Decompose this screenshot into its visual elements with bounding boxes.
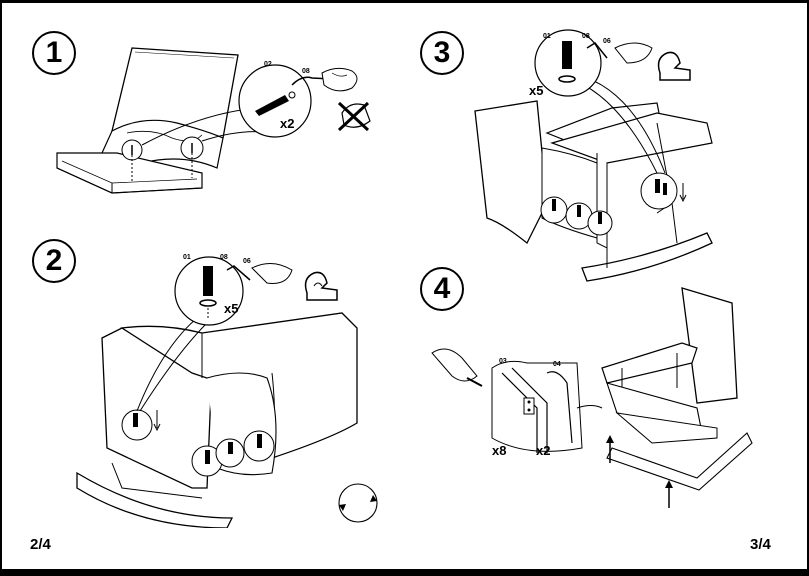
step-number: 4 (420, 267, 464, 311)
part-label-01: 01 (183, 254, 191, 261)
step-number: 3 (420, 31, 464, 75)
quantity-label-screws: x8 (492, 443, 507, 458)
page-number-right: 3/4 (750, 536, 771, 553)
part-label-01: 01 (543, 33, 551, 40)
part-label-02: 02 (264, 61, 272, 68)
quantity-label: x2 (280, 116, 295, 131)
step-3-panel: 3 01 08 06 x5 (407, 3, 807, 283)
step-2-illustration (76, 256, 378, 528)
part-label-04: 04 (553, 361, 561, 368)
strength-arm-icon (657, 51, 691, 81)
part-label-08: 08 (302, 68, 310, 75)
step-2-panel: 2 01 08 06 x5 (2, 228, 407, 528)
part-label-06: 06 (243, 258, 251, 265)
part-label-06: 06 (603, 38, 611, 45)
instruction-sheet: 1 02 08 x2 (2, 3, 807, 569)
step-number: 2 (32, 239, 76, 283)
step-1-illustration (56, 47, 371, 194)
part-label-08: 08 (220, 254, 228, 261)
step-4-illustration (431, 287, 753, 508)
step-1-panel: 1 02 08 x2 (2, 3, 407, 223)
quantity-label: x5 (224, 301, 239, 316)
page-number-left: 2/4 (30, 536, 51, 553)
step-4-panel: 4 03 04 x8 x2 (407, 258, 807, 528)
quantity-label-brackets: x2 (536, 443, 551, 458)
no-power-tool-icon (337, 101, 371, 132)
part-label-08: 08 (582, 33, 590, 40)
step-3-illustration (474, 29, 713, 282)
quantity-label: x5 (529, 83, 544, 98)
strength-arm-icon (304, 271, 338, 301)
part-label-03: 03 (499, 358, 507, 365)
step-number: 1 (32, 31, 76, 75)
